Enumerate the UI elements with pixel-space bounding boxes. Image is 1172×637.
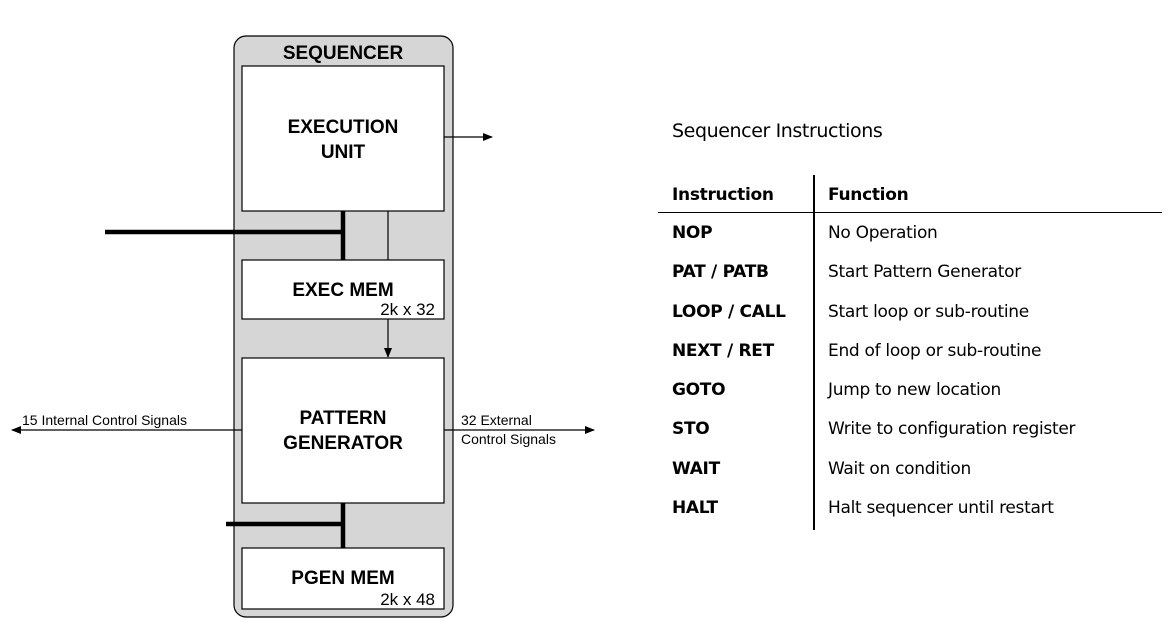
external-signals-label-2: Control Signals (461, 431, 556, 447)
instruction-cell: HALT (672, 498, 718, 519)
header-function: Function (828, 185, 909, 205)
exec-mem-size: 2k x 32 (380, 300, 435, 319)
pattern-generator-block (241, 357, 445, 504)
table-row: GOTO Jump to new location (658, 370, 1162, 409)
exec-mem-block (241, 259, 445, 320)
instructions-title: Sequencer Instructions (672, 120, 883, 142)
pgen-mem-block (241, 547, 445, 610)
sequencer-block-diagram: SEQUENCER EXECUTION UNIT EXEC MEM 2k x 3… (11, 35, 595, 618)
instruction-cell: WAIT (672, 458, 720, 479)
table-row: NOP No Operation (658, 213, 1162, 252)
external-signals-label-1: 32 External (461, 412, 532, 428)
function-cell: Wait on condition (828, 458, 972, 479)
function-cell: Start loop or sub-routine (828, 301, 1029, 322)
table-row: WAIT Wait on condition (658, 449, 1162, 488)
pattern-generator-label-2: GENERATOR (283, 433, 403, 454)
sequencer-label: SEQUENCER (283, 43, 404, 64)
table-row: LOOP / CALL Start loop or sub-routine (658, 292, 1162, 331)
execution-unit-block (241, 65, 445, 212)
instruction-cell: STO (672, 419, 710, 440)
instruction-cell: PAT / PATB (672, 262, 769, 283)
header-instruction: Instruction (672, 185, 774, 205)
instructions-table: Instruction Function NOP No Operation PA… (658, 175, 1162, 530)
function-cell: Write to configuration register (828, 419, 1076, 440)
instruction-cell: NEXT / RET (672, 340, 774, 361)
instruction-cell: NOP (672, 223, 713, 243)
execution-unit-label-2: UNIT (321, 142, 366, 163)
internal-signals-label: 15 Internal Control Signals (22, 412, 187, 428)
table-row: PAT / PATB Start Pattern Generator (658, 252, 1162, 291)
exec-mem-title: EXEC MEM (292, 280, 393, 301)
function-cell: No Operation (828, 223, 938, 243)
pgen-mem-size: 2k x 48 (380, 590, 435, 609)
execution-unit-label-1: EXECUTION (288, 117, 399, 138)
function-cell: End of loop or sub-routine (828, 340, 1042, 361)
function-cell: Start Pattern Generator (828, 262, 1021, 283)
instruction-cell: GOTO (672, 380, 726, 401)
pattern-generator-label-1: PATTERN (300, 408, 387, 429)
table-header-row: Instruction Function (658, 175, 1162, 213)
pgen-mem-title: PGEN MEM (291, 568, 394, 589)
table-row: HALT Halt sequencer until restart (658, 488, 1162, 527)
table-row: NEXT / RET End of loop or sub-routine (658, 331, 1162, 370)
function-cell: Jump to new location (828, 380, 1002, 401)
instruction-cell: LOOP / CALL (672, 301, 786, 322)
function-cell: Halt sequencer until restart (828, 498, 1054, 519)
column-divider (813, 175, 815, 530)
table-row: STO Write to configuration register (658, 409, 1162, 448)
